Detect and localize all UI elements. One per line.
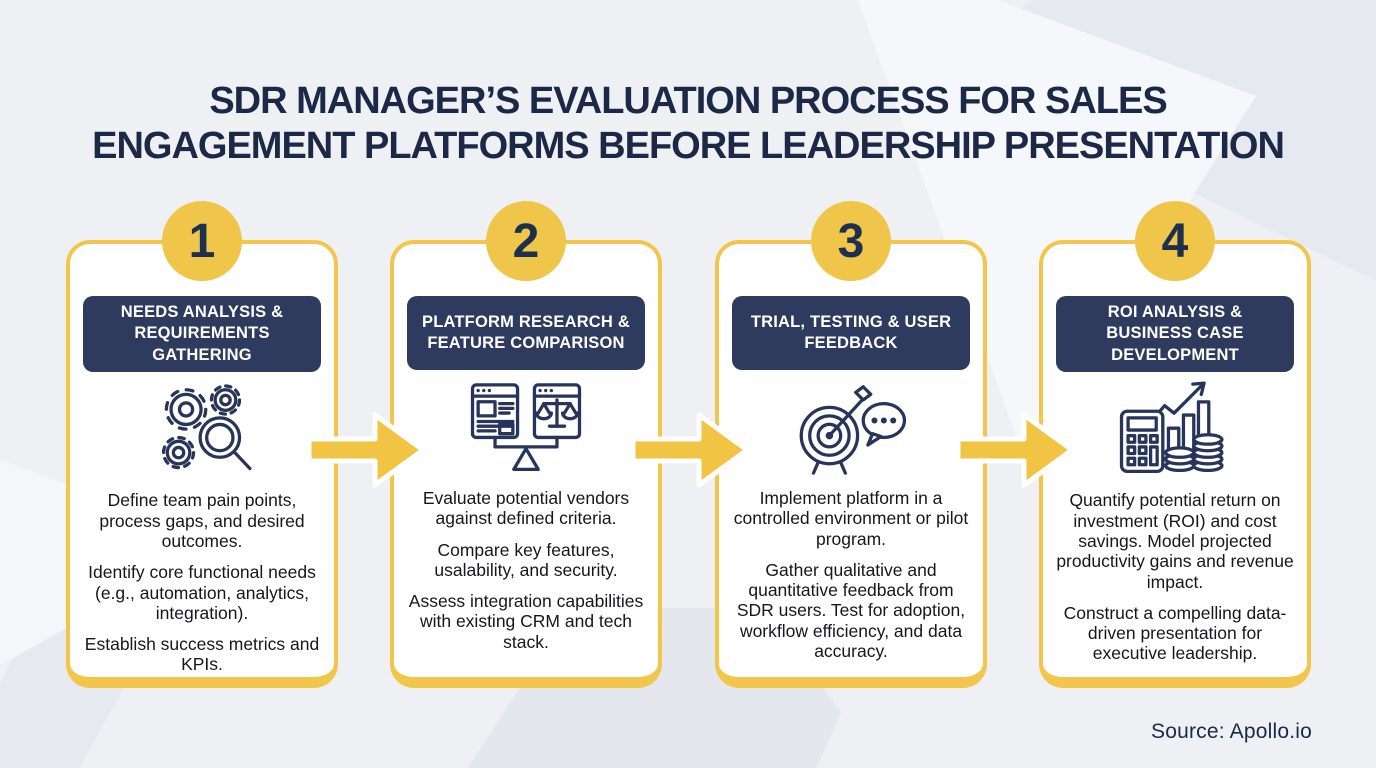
step-paragraph: Construct a compelling data-driven prese… [1063, 602, 1287, 664]
step-paragraph: Evaluate potential vendors against defin… [422, 488, 630, 529]
step-description: Quantify potential return on investment … [1043, 490, 1307, 663]
step-number-badge: 1 [162, 201, 242, 281]
step-paragraph: Implement platform in a controlled envir… [733, 488, 969, 549]
step-card-4: 4 ROI ANALYSIS & BUSINESS CASE DEVELOPME… [1039, 201, 1311, 688]
step-title: TRIAL, TESTING & USER FEEDBACK [732, 296, 970, 370]
step-number-badge: 2 [486, 201, 566, 281]
step-card-1: 1 NEEDS ANALYSIS & REQUIREMENTS GATHERIN… [66, 201, 338, 688]
step-title: NEEDS ANALYSIS & REQUIREMENTS GATHERING [83, 296, 321, 373]
step-paragraph: Establish success metrics and KPIs. [84, 634, 320, 675]
step-paragraph: Identify core functional needs (e.g., au… [88, 562, 316, 623]
step-paragraph: Define team pain points, process gaps, a… [99, 490, 305, 551]
comparison-scale-icon [470, 383, 582, 471]
step-title: PLATFORM RESEARCH & FEATURE COMPARISON [407, 296, 645, 370]
step-number: 3 [837, 214, 865, 268]
step-title: ROI ANALYSIS & BUSINESS CASE DEVELOPMENT [1056, 296, 1294, 373]
page-title: SDR MANAGER’S EVALUATION PROCESS FOR SAL… [0, 79, 1376, 167]
step-description: Implement platform in a controlled envir… [719, 488, 983, 661]
step-description: Evaluate potential vendors against defin… [394, 488, 658, 652]
step-paragraph: Quantify potential return on investment … [1056, 490, 1294, 592]
page-title-line1: SDR MANAGER’S EVALUATION PROCESS FOR SAL… [209, 80, 1167, 123]
step-description: Define team pain points, process gaps, a… [70, 490, 334, 674]
source-attribution: Source: Apollo.io [1150, 720, 1312, 743]
flow-arrow-icon [955, 412, 1075, 488]
step-card-3: 3 TRIAL, TESTING & USER FEEDBACK Implem [715, 201, 987, 688]
page-title-line2: ENGAGEMENT PLATFORMS BEFORE LEADERSHIP P… [92, 124, 1285, 167]
step-number: 2 [512, 214, 540, 268]
flow-arrow-icon [630, 412, 750, 488]
step-number: 4 [1161, 214, 1189, 268]
step-icon-area [70, 372, 334, 490]
roi-calculator-icon [1119, 381, 1224, 474]
step-paragraph: Compare key features, usalability, and s… [434, 539, 618, 580]
step-number: 1 [188, 214, 216, 268]
step-card-2: 2 PLATFORM RESEARCH & FEATURE COMPARISON [390, 201, 662, 688]
step-icon-area [1043, 372, 1307, 490]
step-paragraph: Gather qualitative and quantitative feed… [736, 559, 966, 662]
gears-magnifier-icon [161, 384, 252, 471]
step-icon-area [719, 370, 983, 488]
step-number-badge: 4 [1135, 201, 1215, 281]
step-paragraph: Assess integration capabilities with exi… [408, 591, 644, 652]
flow-arrow-icon [306, 412, 426, 488]
step-icon-area [394, 370, 658, 488]
step-number-badge: 3 [811, 201, 891, 281]
target-feedback-icon [799, 385, 907, 475]
